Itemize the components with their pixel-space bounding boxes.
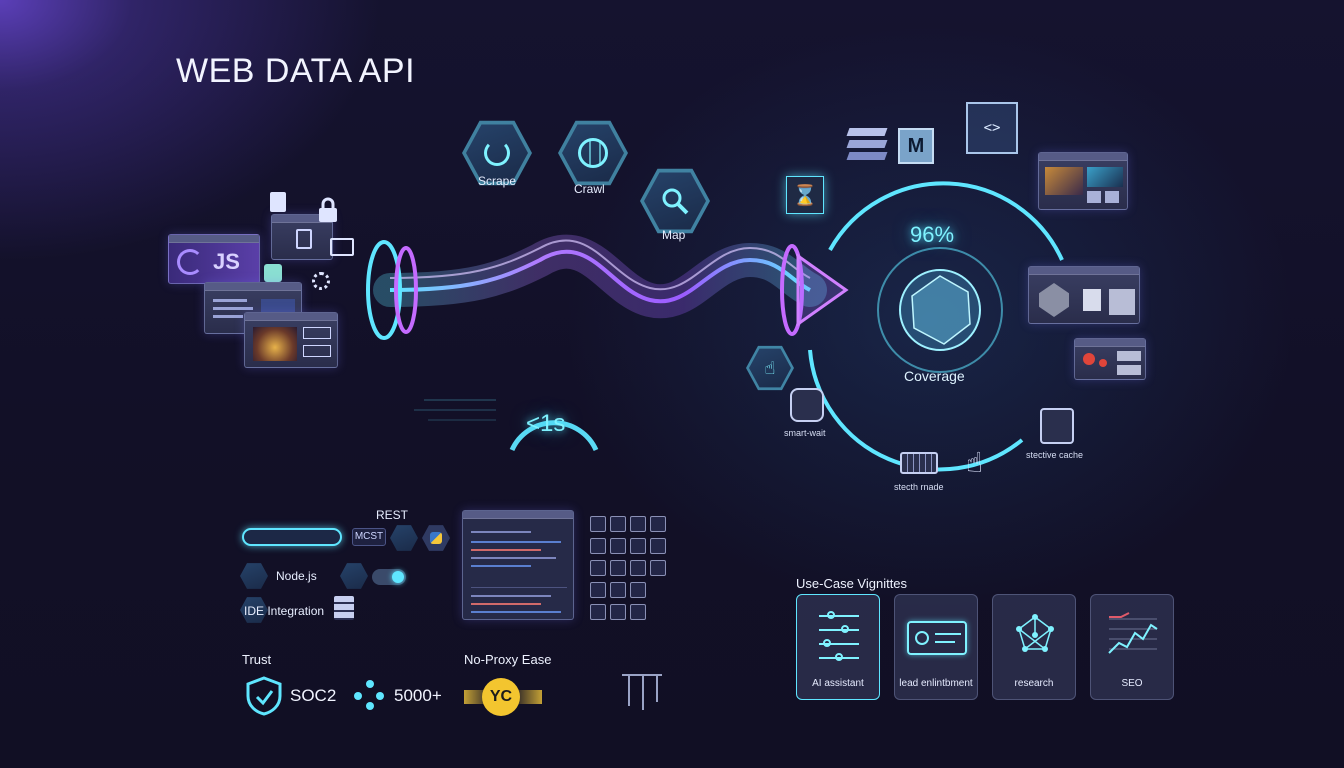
puzzle-icon — [264, 264, 282, 282]
layers-icon — [846, 128, 888, 164]
js-label: JS — [213, 249, 240, 274]
use-case-label: AI assistant — [812, 678, 864, 689]
customer-count: 5000+ — [394, 686, 442, 705]
preview-window-2 — [1028, 266, 1140, 324]
magnifier-icon — [662, 188, 689, 215]
gear-icon — [312, 272, 330, 290]
toggle-switch[interactable] — [372, 569, 406, 585]
speed-value: <1s — [526, 410, 566, 437]
data-pipe — [366, 234, 849, 340]
coverage-percent: 96% — [910, 222, 955, 247]
use-case-research[interactable]: research — [992, 594, 1076, 700]
node-hex-icon[interactable] — [240, 563, 268, 589]
swirl-icon — [177, 249, 203, 275]
thumbnail-image — [253, 327, 297, 361]
use-case-label: lead enlintbment — [899, 678, 973, 689]
scrape-label: Scrape — [478, 174, 517, 188]
coverage-ring — [808, 181, 1064, 472]
sliders-icon — [819, 611, 859, 663]
package-hex-icon[interactable] — [340, 563, 368, 589]
molecule-icon — [1016, 614, 1054, 652]
file-icon — [270, 192, 286, 212]
code-cube-icon: <> — [966, 102, 1018, 154]
page-title: WEB DATA API — [176, 52, 416, 90]
mcp-chip[interactable]: MCST — [352, 528, 386, 546]
hand-click-icon: ☝ — [966, 447, 984, 478]
smart-wait-label: smart-wait — [784, 428, 826, 438]
no-proxy-heading: No-Proxy Ease — [464, 652, 552, 667]
use-case-ai-assistant[interactable]: AI assistant — [796, 594, 880, 700]
shield-icon — [244, 676, 284, 721]
nodejs-label: Node.js — [276, 569, 317, 583]
cache-icon — [1040, 408, 1074, 444]
coverage-label: Coverage — [904, 368, 965, 384]
python-hex-icon[interactable] — [422, 525, 450, 551]
line-chart-icon — [1108, 612, 1158, 654]
keyboard-icon — [900, 452, 938, 474]
rest-label: REST — [376, 508, 409, 522]
crawl-label: Crawl — [574, 182, 605, 196]
robot-icon — [790, 388, 824, 422]
signpost-icon — [622, 674, 662, 710]
globe-icon — [578, 138, 608, 168]
media-window — [244, 312, 338, 368]
trust-heading: Trust — [242, 652, 272, 667]
selective-cache-label: stective cache — [1026, 450, 1084, 460]
use-case-label: research — [1014, 678, 1054, 689]
id-card-icon — [907, 621, 967, 655]
document-icon — [296, 229, 312, 249]
hook-icon — [484, 140, 510, 166]
yc-badge: YC — [482, 678, 520, 716]
map-label: Map — [662, 228, 686, 242]
hourglass-icon[interactable]: ⌛ — [786, 176, 824, 214]
git-hex-icon[interactable] — [390, 525, 418, 551]
preview-window-1 — [1038, 152, 1128, 210]
endpoint-input[interactable] — [242, 528, 342, 546]
use-case-label: SEO — [1121, 678, 1143, 689]
network-icon — [354, 680, 384, 710]
ide-label: IDE Integration — [244, 604, 325, 618]
image-icon — [330, 238, 354, 256]
code-editor-window — [462, 510, 574, 620]
use-case-seo[interactable]: SEO — [1090, 594, 1174, 700]
lock-icon — [316, 196, 340, 229]
stealth-mode-label: stecth rnade — [894, 482, 944, 492]
use-case-lead-enrichment[interactable]: lead enlintbment — [894, 594, 978, 700]
soc2-label: SOC2 — [290, 686, 337, 705]
js-window: JS — [168, 234, 260, 284]
server-stack-icon — [334, 596, 354, 620]
use-cases-heading: Use-Case Vignittes — [796, 576, 908, 591]
preview-window-3 — [1074, 338, 1146, 380]
m-cube-icon: M — [898, 128, 934, 164]
